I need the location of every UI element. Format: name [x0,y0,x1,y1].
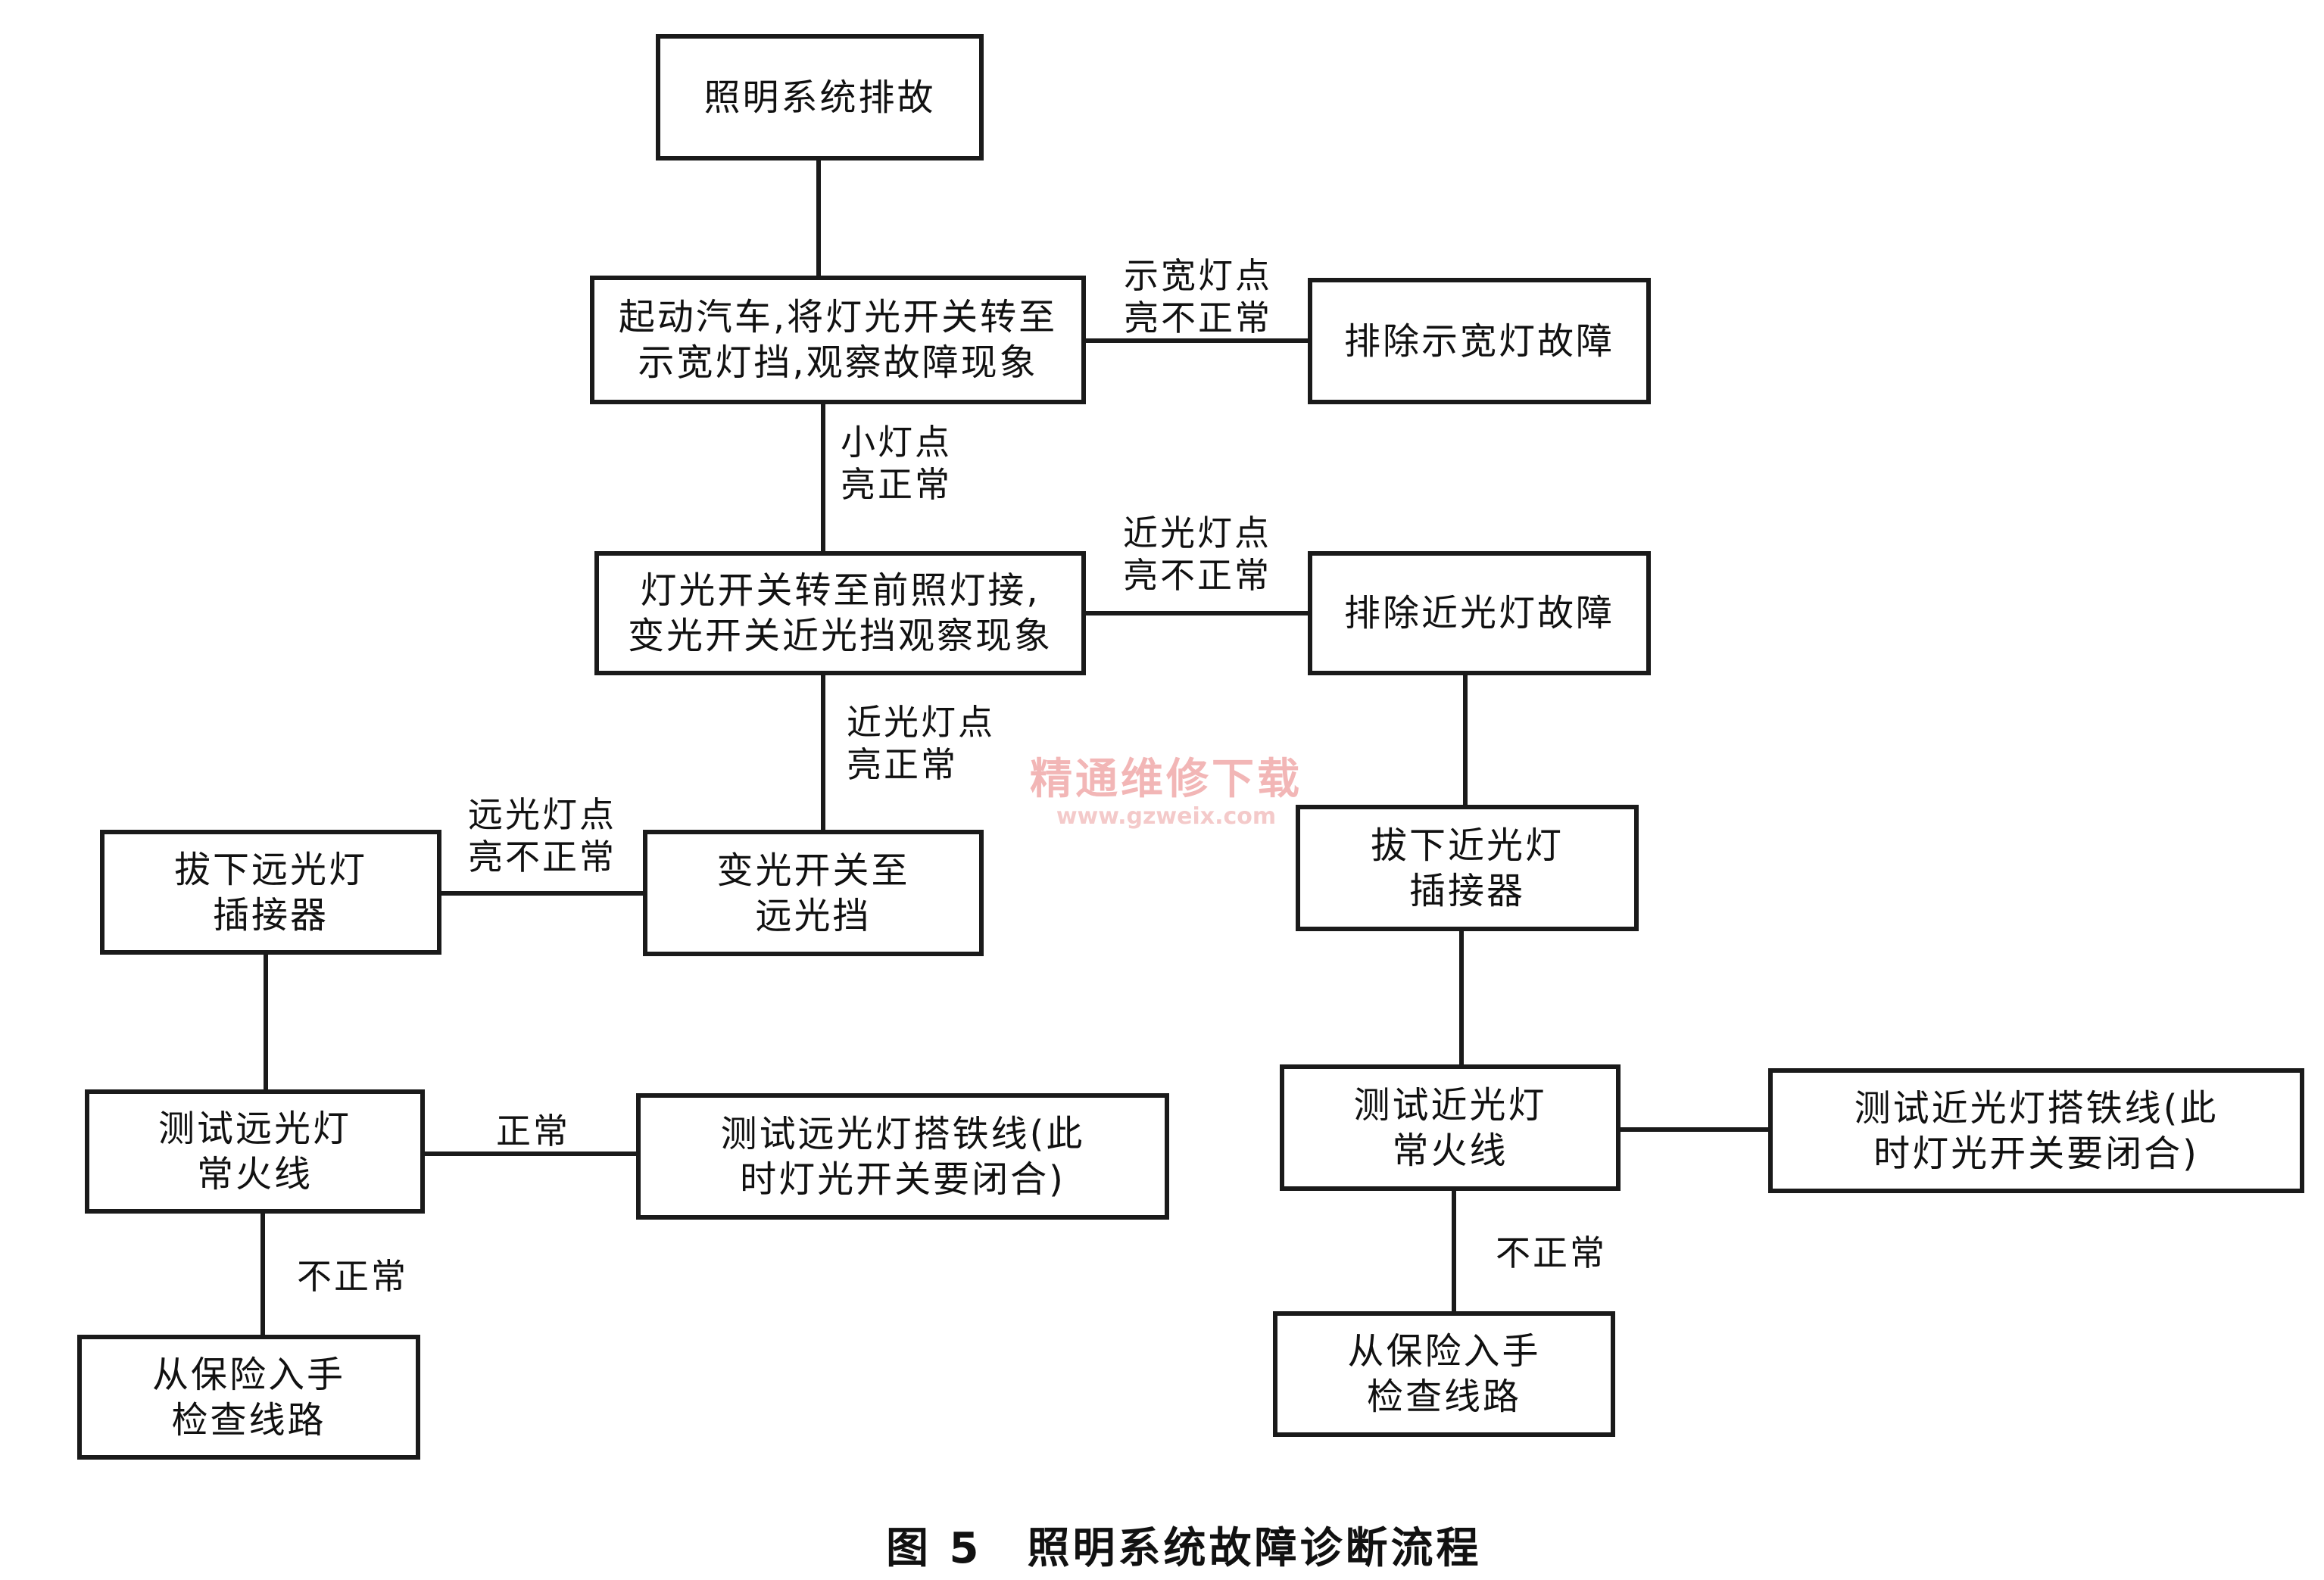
label-small-normal: 小灯点 亮正常 [841,422,952,505]
node-check-fuse-right: 从保险入手 检查线路 [1273,1311,1615,1437]
label-abnormal-right: 不正常 [1496,1233,1607,1273]
node-test-high-ground: 测试远光灯搭铁线(此 时灯光开关要闭合) [636,1093,1169,1220]
label-normal-left: 正常 [496,1111,570,1151]
node-start-car: 起动汽车,将灯光开关转至 示宽灯挡,观察故障现象 [590,276,1086,404]
node-headlamp-low: 灯光开关转至前照灯接, 变光开关近光挡观察现象 [594,551,1086,675]
label-low-abnormal: 近光灯点 亮不正常 [1123,513,1271,596]
node-test-low-ground: 测试近光灯搭铁线(此 时灯光开关要闭合) [1768,1068,2304,1193]
node-unplug-low: 拔下近光灯 插接器 [1296,805,1639,931]
node-fix-width-lamp: 排除示宽灯故障 [1308,278,1651,404]
node-unplug-high: 拔下远光灯 插接器 [100,830,441,955]
label-abnormal-left: 不正常 [297,1256,408,1297]
watermark: 精通维修下载 www.gzweix.com [1030,756,1302,830]
node-test-high-live: 测试远光灯 常火线 [85,1089,425,1214]
watermark-text: 精通维修下载 [1030,755,1302,804]
node-check-fuse-left: 从保险入手 检查线路 [77,1335,420,1460]
watermark-url: www.gzweix.com [1056,803,1277,830]
node-test-low-live: 测试近光灯 常火线 [1280,1064,1621,1191]
figure-caption: 图 5 照明系统故障诊断流程 [886,1524,1482,1573]
label-high-abnormal: 远光灯点 亮不正常 [468,794,616,877]
node-switch-high: 变光开关至 远光挡 [643,830,984,956]
label-low-normal: 近光灯点 亮正常 [847,702,995,785]
node-start: 照明系统排故 [656,34,984,160]
label-width-abnormal: 示宽灯点 亮不正常 [1124,255,1272,338]
node-fix-low-beam: 排除近光灯故障 [1308,551,1651,675]
